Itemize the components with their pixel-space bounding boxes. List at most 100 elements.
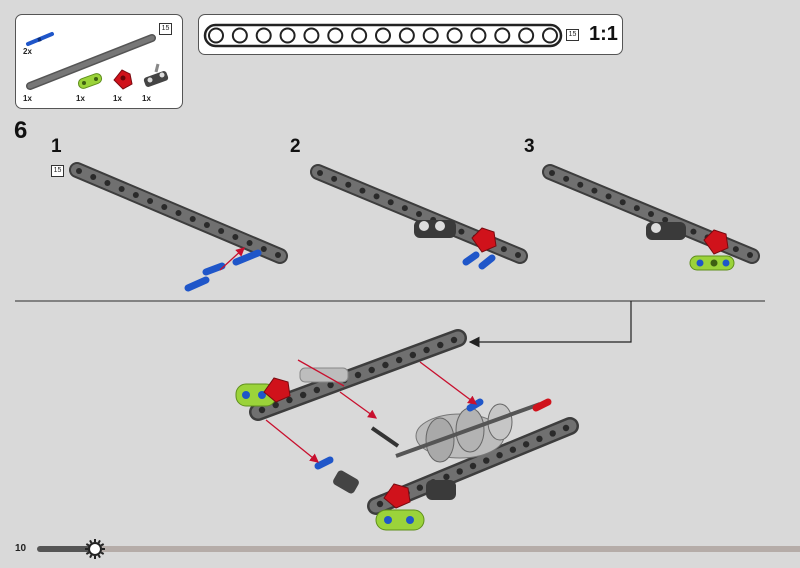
beam-hole [496, 451, 503, 459]
progress-marker-icon [85, 539, 105, 559]
main-lower-left-parts [314, 398, 552, 531]
beam-hole [470, 27, 487, 44]
main-gear-assembly [395, 402, 541, 463]
scale-length-badge: 15 [566, 29, 579, 41]
beam-length-badge: 15 [159, 23, 172, 35]
part-qty-gray-beam: 1x [23, 94, 32, 103]
beam-hole [416, 211, 422, 217]
beam-hole [351, 27, 368, 44]
beam-hole [345, 181, 352, 188]
beam-hole [231, 27, 248, 44]
beam-hole [104, 180, 111, 186]
beam-hole [577, 181, 584, 188]
beam-hole [373, 193, 380, 200]
beam-hole [76, 168, 82, 174]
beam-hole [260, 246, 267, 252]
main-upper-beam [249, 329, 467, 421]
beam-hole [591, 187, 598, 194]
blue-pin-icon [26, 32, 54, 46]
substep-1-number: 1 [51, 136, 62, 157]
beam-hole [747, 252, 753, 258]
beam-hole [509, 446, 517, 453]
substep-1-length-badge: 15 [51, 165, 64, 177]
beam-hole [359, 187, 366, 194]
beam-hole [331, 175, 338, 182]
beam-hole [398, 27, 415, 44]
beam-hole [549, 170, 555, 176]
marker-ray [97, 554, 101, 559]
beam-hole [437, 341, 444, 349]
marker-ray [89, 539, 93, 544]
beam-hole [648, 211, 654, 217]
beam-hole [443, 473, 450, 481]
beam-hole [299, 391, 307, 399]
substep-3-parts [646, 222, 735, 271]
beam-hole [619, 199, 626, 206]
beam-hole [549, 430, 556, 437]
beam-hole [376, 500, 384, 508]
callout-arrow [468, 301, 632, 348]
beam-hole [246, 240, 253, 246]
beam-hole [633, 205, 640, 212]
beam-hole [275, 252, 281, 258]
marker-ray [85, 543, 90, 547]
red-connector-icon [113, 69, 133, 90]
beam-hole [286, 396, 293, 404]
beam-hole [382, 361, 389, 369]
beam-hole [469, 462, 477, 470]
beam-hole [422, 27, 439, 44]
beam-hole [203, 222, 210, 228]
beam-hole [258, 406, 266, 414]
beam-hole [409, 351, 417, 359]
substep-3-number: 3 [524, 136, 535, 157]
beam-hole [395, 356, 403, 364]
beam-hole [90, 174, 97, 180]
beam-hole [327, 381, 334, 389]
beam-hole [446, 27, 463, 44]
beam-hole [536, 435, 543, 443]
substep-2-number: 2 [290, 136, 301, 157]
beam-hole [132, 192, 139, 198]
beam-hole [401, 205, 408, 212]
part-qty-lime-connector: 1x [76, 94, 85, 103]
beam-hole [456, 468, 463, 475]
beam-hole [423, 346, 430, 354]
gray-beam-icon [26, 34, 156, 90]
beam-hole [542, 27, 558, 44]
substep-1-beam [69, 162, 288, 264]
beam-hole [450, 336, 458, 344]
beam-hole [375, 27, 391, 44]
beam-hole [483, 457, 490, 464]
part-qty-red-connector: 1x [113, 94, 122, 103]
beam-hole [690, 228, 697, 235]
beam-hole [522, 441, 530, 448]
beam-hole [232, 234, 239, 240]
beam-hole [354, 371, 362, 379]
beam-hole [732, 246, 739, 253]
beam-hole [218, 228, 225, 234]
beam-hole [662, 216, 669, 223]
lime-connector-icon [77, 73, 103, 89]
part-qty-gray-pin-connector: 1x [142, 94, 151, 103]
substep-1-arrow [219, 247, 245, 271]
beam-hole [118, 186, 125, 192]
beam-hole [518, 27, 535, 44]
scale-label: 1:1 [589, 23, 618, 45]
beam-hole [327, 27, 344, 44]
beam-hole [494, 27, 511, 44]
beam-hole [563, 175, 570, 182]
beam-hole [175, 210, 182, 216]
step-number: 6 [14, 117, 28, 144]
beam-hole [416, 484, 424, 491]
part-qty-blue-pin: 2x [23, 47, 32, 56]
gray-pin-connector-icon [143, 63, 169, 87]
beam-hole [208, 27, 224, 44]
beam-hole [279, 27, 296, 44]
beam-hole [147, 198, 154, 204]
beam-hole [272, 401, 279, 409]
beam-hole [255, 27, 272, 44]
beam-hole [500, 246, 507, 253]
beam-hole [368, 366, 375, 374]
marker-ray [100, 551, 105, 555]
